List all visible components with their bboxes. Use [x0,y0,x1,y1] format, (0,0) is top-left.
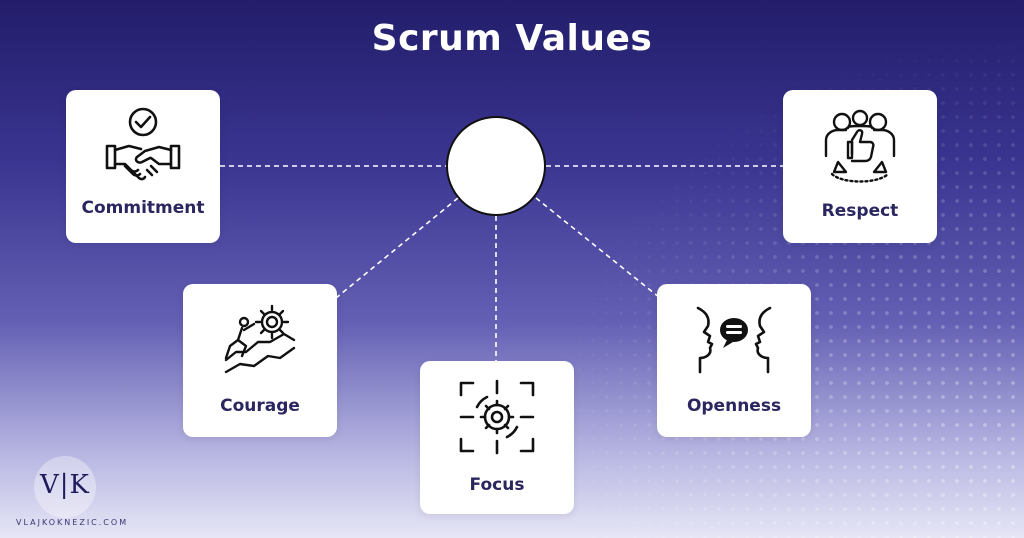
handshake-check-icon [105,107,181,181]
page-title: Scrum Values [371,18,653,59]
card-label-courage: Courage [220,396,300,416]
center-circle [446,116,546,216]
card-commitment: Commitment [66,90,220,243]
logo: V|K [34,456,96,518]
card-label-commitment: Commitment [81,198,205,218]
gear-target-icon [459,379,535,455]
card-respect: Respect [783,90,937,243]
connector-openness [535,197,661,299]
card-label-focus: Focus [469,475,525,495]
card-openness: Openness [657,284,811,437]
logo-text: V|K [40,470,90,500]
climber-gear-icon [224,304,296,374]
connector-courage [335,197,459,299]
faces-speech-bubble-icon [696,306,772,374]
card-courage: Courage [183,284,337,437]
team-thumbs-up-icon [824,109,896,183]
card-label-openness: Openness [686,396,782,416]
website-url: VLAJKOKNEZIC.COM [16,518,129,527]
card-label-respect: Respect [821,201,899,221]
card-focus: Focus [420,361,574,514]
